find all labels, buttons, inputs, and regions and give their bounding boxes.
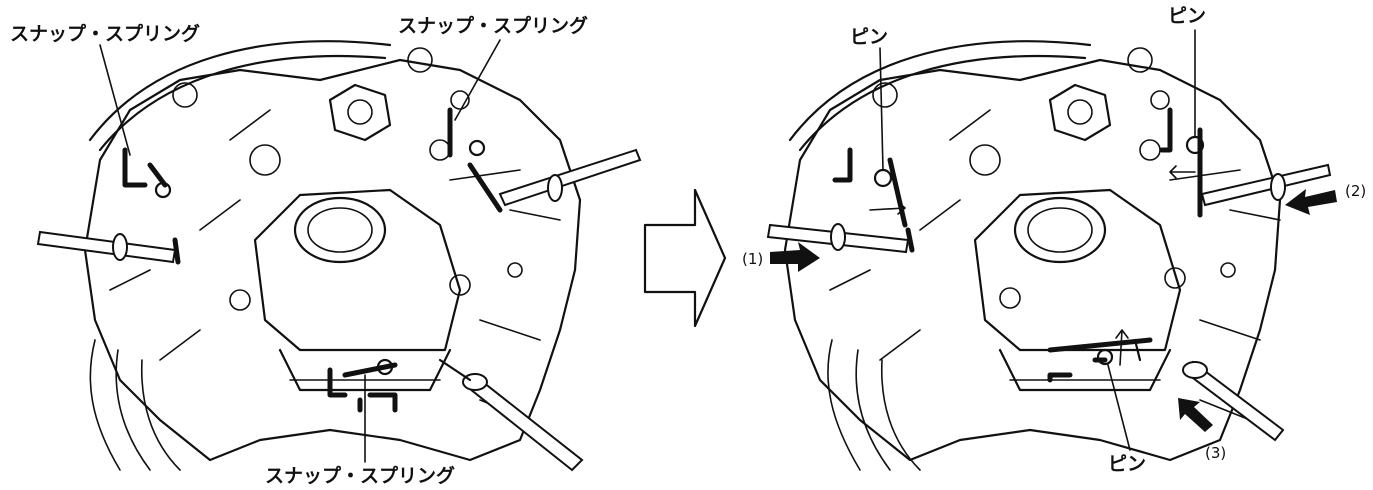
label-snap-spring-top-left: スナップ・スプリング [10, 22, 200, 45]
left-panel-illustration [36, 40, 642, 472]
push-arrow-icon [1178, 398, 1213, 432]
label-pin-top-right: ピン [1168, 5, 1206, 27]
label-snap-spring-top-right: スナップ・スプリング [398, 14, 588, 37]
leader-line-pin-bottom [1107, 364, 1131, 451]
step-label-3: (3) [1205, 444, 1226, 462]
push-arrow-icon [1285, 189, 1337, 215]
right-arrow-icon [643, 188, 727, 328]
leader-line-pin-top-left [879, 47, 884, 171]
leader-line-snap-spring-top-left [99, 44, 131, 156]
label-pin-top-left: ピン [850, 26, 888, 48]
step-label-2: (2) [1345, 182, 1366, 200]
leader-line-snap-spring-top-right [454, 39, 501, 121]
right-panel-illustration [766, 40, 1337, 471]
label-snap-spring-bottom: スナップ・スプリング [265, 464, 455, 487]
step-label-1: (1) [742, 250, 763, 268]
label-pin-bottom: ピン [1108, 453, 1146, 475]
push-arrow-icon [770, 242, 820, 272]
